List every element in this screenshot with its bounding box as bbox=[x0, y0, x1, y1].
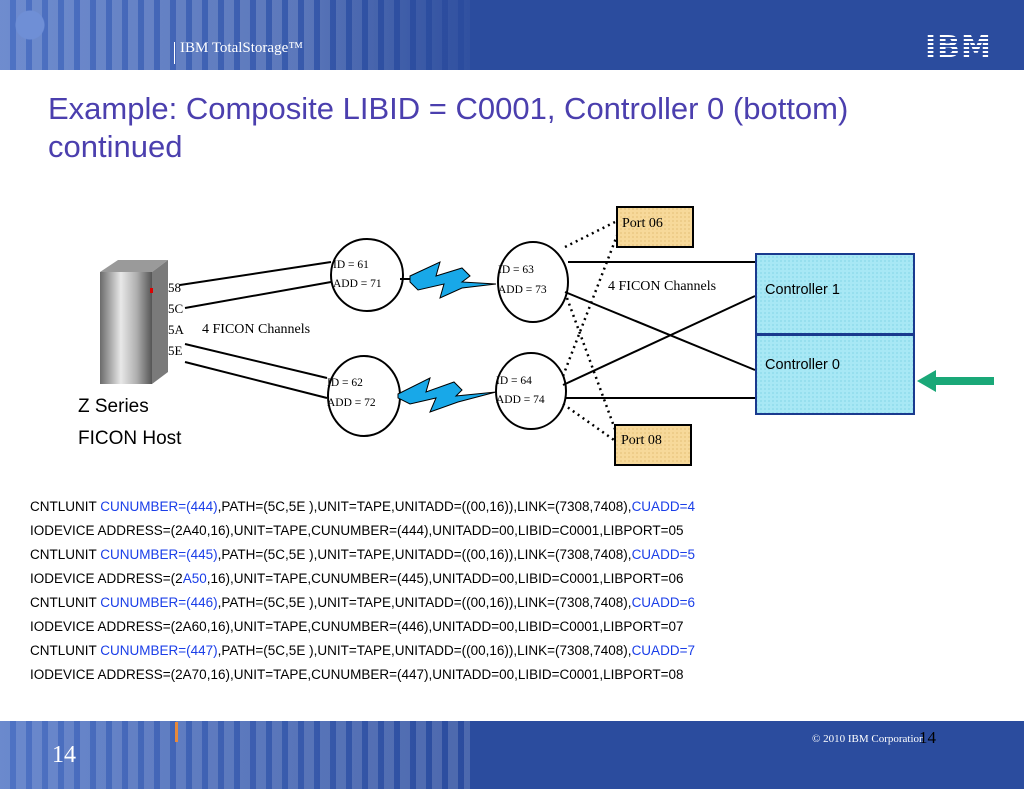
code-highlight: CUADD=7 bbox=[631, 643, 695, 658]
code-text: IODEVICE ADDRESS=(2A40,16),UNIT=TAPE,CUN… bbox=[30, 523, 684, 538]
code-text: CNTLUNIT bbox=[30, 643, 101, 658]
code-highlight: CUNUMBER=(445) bbox=[100, 547, 218, 562]
code-text: CNTLUNIT bbox=[30, 595, 101, 610]
footer-banner bbox=[0, 721, 1024, 789]
code-text: ,PATH=(5C,5E ),UNIT=TAPE,UNITADD=((00,16… bbox=[217, 499, 632, 514]
switch-61 bbox=[330, 238, 404, 312]
code-text: IODEVICE ADDRESS=(2A60,16),UNIT=TAPE,CUN… bbox=[30, 619, 684, 634]
port-08-label: Port 08 bbox=[621, 433, 662, 448]
code-line: CNTLUNIT CUNUMBER=(447),PATH=(5C,5E ),UN… bbox=[30, 639, 695, 663]
host-port-5a: 5A bbox=[168, 322, 185, 337]
controller-links bbox=[562, 261, 756, 399]
code-highlight: A50 bbox=[182, 571, 207, 586]
lightning-icon bbox=[400, 261, 497, 299]
code-highlight: CUADD=6 bbox=[631, 595, 695, 610]
switch-64-id: ID = 64 bbox=[496, 375, 532, 387]
arrow-left-icon bbox=[917, 370, 994, 392]
iocp-definitions: CNTLUNIT CUNUMBER=(444),PATH=(5C,5E ),UN… bbox=[30, 495, 695, 687]
host-label-line2: FICON Host bbox=[78, 428, 182, 449]
brand-label: IBM TotalStorage™ bbox=[180, 40, 303, 56]
code-line: CNTLUNIT CUNUMBER=(446),PATH=(5C,5E ),UN… bbox=[30, 591, 695, 615]
host-label-line1: Z Series bbox=[78, 396, 149, 417]
copyright: © 2010 IBM Corporation bbox=[812, 733, 925, 745]
port-06-box bbox=[616, 206, 694, 248]
code-text: ,PATH=(5C,5E ),UNIT=TAPE,UNITADD=((00,16… bbox=[217, 643, 632, 658]
code-highlight: CUNUMBER=(444) bbox=[100, 499, 218, 514]
port-links bbox=[561, 220, 620, 442]
network-diagram: 58 5C 5A 5E 4 FICON Channels ID = 61 ADD… bbox=[78, 206, 994, 466]
switch-61-id: ID = 61 bbox=[333, 259, 369, 271]
brand-divider bbox=[174, 42, 175, 64]
code-line: CNTLUNIT CUNUMBER=(445),PATH=(5C,5E ),UN… bbox=[30, 543, 695, 567]
code-line: IODEVICE ADDRESS=(2A70,16),UNIT=TAPE,CUN… bbox=[30, 663, 695, 687]
host-port-5e: 5E bbox=[168, 343, 183, 358]
header-banner bbox=[0, 0, 1024, 70]
code-text: ,PATH=(5C,5E ),UNIT=TAPE,UNITADD=((00,16… bbox=[217, 595, 632, 610]
code-highlight: CUADD=5 bbox=[631, 547, 695, 562]
code-line: CNTLUNIT CUNUMBER=(444),PATH=(5C,5E ),UN… bbox=[30, 495, 695, 519]
code-text: CNTLUNIT bbox=[30, 499, 101, 514]
port-06-label: Port 06 bbox=[622, 216, 663, 231]
switch-63-add: ADD = 73 bbox=[498, 284, 547, 296]
slide-title: Example: Composite LIBID = C0001, Contro… bbox=[48, 91, 849, 164]
footer-accent bbox=[175, 722, 178, 742]
lightning-icon bbox=[397, 377, 497, 413]
code-line: IODEVICE ADDRESS=(2A60,16),UNIT=TAPE,CUN… bbox=[30, 615, 695, 639]
code-text: IODEVICE ADDRESS=(2A70,16),UNIT=TAPE,CUN… bbox=[30, 667, 684, 682]
code-text: ,PATH=(5C,5E ),UNIT=TAPE,UNITADD=((00,16… bbox=[217, 547, 632, 562]
code-text: CNTLUNIT bbox=[30, 547, 101, 562]
switch-63-id: ID = 63 bbox=[498, 264, 534, 276]
switch-64-add: ADD = 74 bbox=[496, 394, 545, 406]
switch-64 bbox=[495, 352, 567, 430]
host-port-58: 58 bbox=[168, 280, 181, 295]
server-icon bbox=[100, 260, 168, 384]
controller-1-label: Controller 1 bbox=[765, 282, 840, 298]
code-line: IODEVICE ADDRESS=(2A40,16),UNIT=TAPE,CUN… bbox=[30, 519, 695, 543]
right-channels-label: 4 FICON Channels bbox=[608, 279, 716, 294]
controller-0-label: Controller 0 bbox=[765, 357, 840, 373]
host-port-5c: 5C bbox=[168, 301, 183, 316]
host-links bbox=[179, 261, 332, 399]
controller-0-box bbox=[755, 334, 915, 415]
switch-62 bbox=[327, 355, 401, 437]
switch-62-add: ADD = 72 bbox=[327, 397, 376, 409]
code-line: IODEVICE ADDRESS=(2A50,16),UNIT=TAPE,CUN… bbox=[30, 567, 695, 591]
code-highlight: CUNUMBER=(447) bbox=[100, 643, 218, 658]
ibm-logo: IBM bbox=[925, 30, 992, 65]
footer-page-number: 14 bbox=[52, 742, 76, 768]
code-text: ,16),UNIT=TAPE,CUNUMBER=(445),UNITADD=00… bbox=[206, 571, 684, 586]
code-highlight: CUNUMBER=(446) bbox=[100, 595, 218, 610]
code-text: IODEVICE ADDRESS=(2 bbox=[30, 571, 183, 586]
switch-62-id: ID = 62 bbox=[327, 377, 363, 389]
switch-61-add: ADD = 71 bbox=[333, 278, 382, 290]
port-08-box bbox=[614, 424, 692, 466]
host-channels-label: 4 FICON Channels bbox=[202, 322, 310, 337]
switch-63 bbox=[497, 241, 569, 323]
code-highlight: CUADD=4 bbox=[631, 499, 695, 514]
slide-number: 14 bbox=[919, 728, 936, 747]
